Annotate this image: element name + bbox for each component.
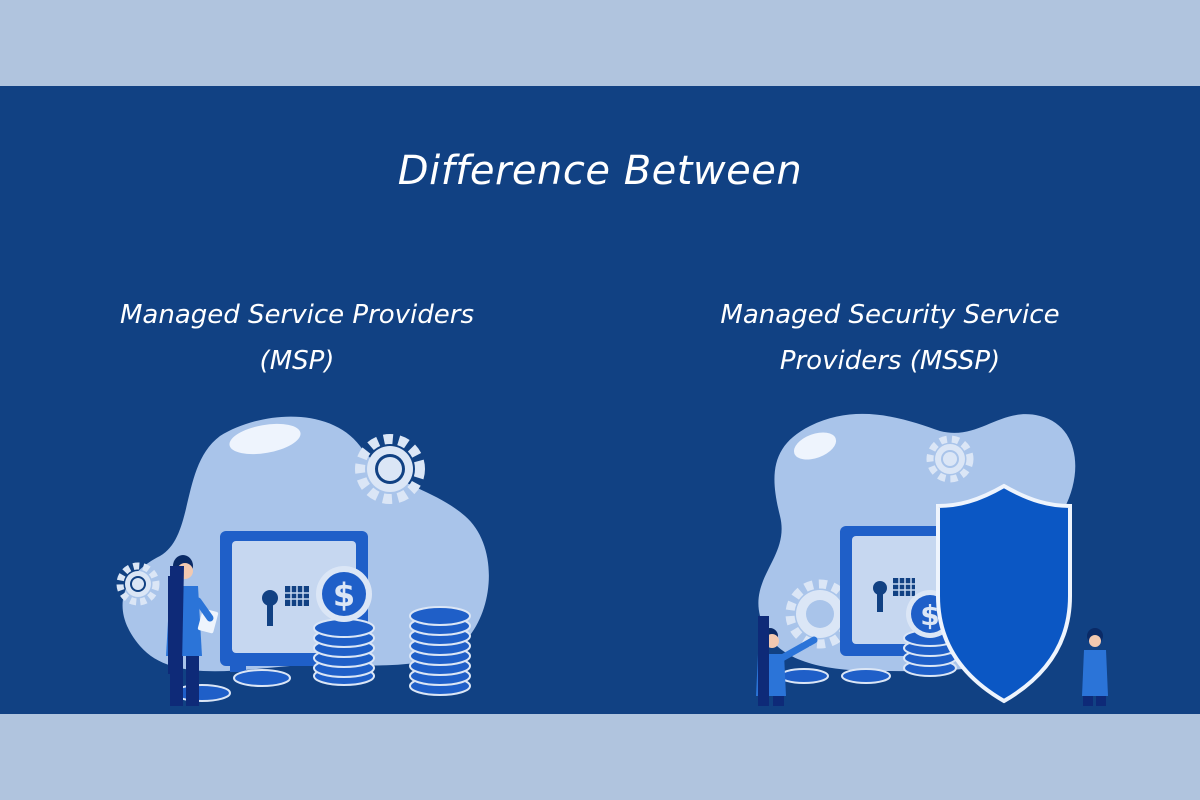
msp-illustration: $ xyxy=(116,416,489,706)
gear-icon xyxy=(355,434,425,504)
msp-heading: Managed Service Providers (MSP) xyxy=(57,292,537,384)
msp-heading-line2: (MSP) xyxy=(259,346,335,376)
mssp-illustration: $ xyxy=(756,413,1108,706)
mssp-heading-line2: Providers (MSSP) xyxy=(779,346,1001,376)
svg-text:$: $ xyxy=(333,576,355,614)
main-panel: Difference Between Managed Service Provi… xyxy=(0,86,1200,714)
bottom-band xyxy=(0,714,1200,800)
person-icon xyxy=(756,616,818,706)
mssp-heading: Managed Security Service Providers (MSSP… xyxy=(650,292,1130,384)
dollar-coin-icon: $ xyxy=(316,566,372,622)
top-band xyxy=(0,0,1200,86)
mssp-heading-line1: Managed Security Service xyxy=(720,300,1060,330)
gear-icon xyxy=(926,435,974,483)
svg-text:$: $ xyxy=(920,599,939,632)
person-icon xyxy=(1082,628,1108,706)
coin-stack-icon xyxy=(409,606,471,696)
coin-stack-icon xyxy=(903,629,957,677)
person-icon xyxy=(166,555,219,706)
page-title: Difference Between xyxy=(397,148,803,194)
coin-stack-icon xyxy=(313,618,375,686)
gear-icon xyxy=(116,562,160,606)
msp-heading-line1: Managed Service Providers xyxy=(119,300,475,330)
shield-icon xyxy=(936,483,1072,704)
